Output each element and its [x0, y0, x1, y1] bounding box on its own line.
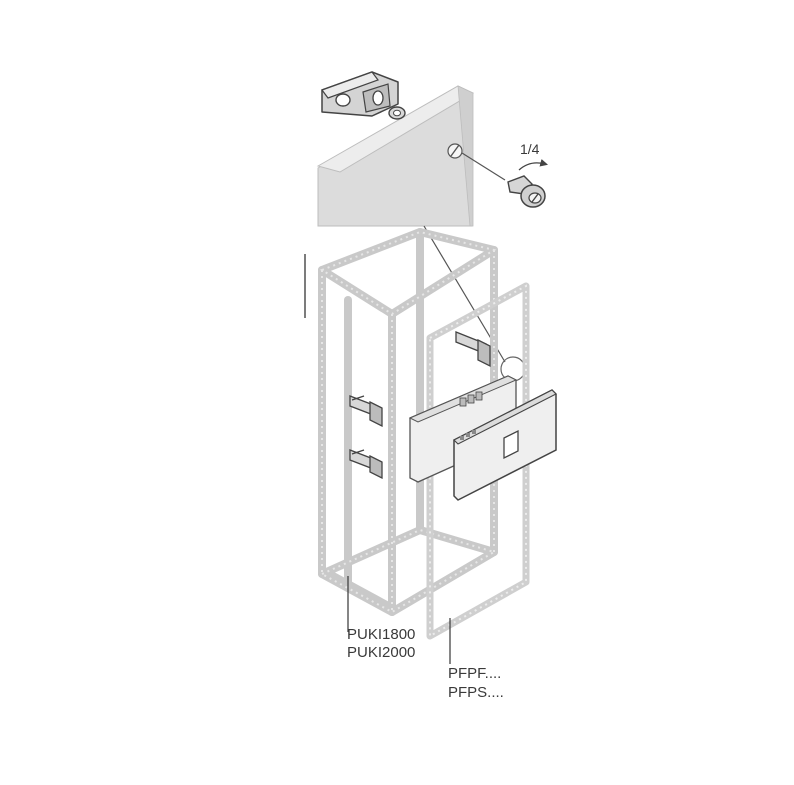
- label-pfpf: PFPF....: [448, 665, 502, 682]
- door-panel-side-edge: [457, 85, 474, 227]
- front-plate-main: [453, 389, 557, 501]
- quarter-turn-lock-icon: [507, 175, 546, 208]
- breaker-cutout: [503, 429, 519, 460]
- door-lock-hole-icon: [447, 143, 463, 159]
- side-bracket-lower: [349, 449, 383, 480]
- washer-icon: [388, 106, 406, 120]
- hinge-bracket-icon: [321, 71, 399, 117]
- label-puki1800: PUKI1800: [347, 626, 416, 643]
- door-panel-detail: [316, 85, 475, 227]
- lock-leader-line: [461, 152, 506, 181]
- frame-bracket-upper: [455, 331, 491, 368]
- side-bracket-upper: [349, 395, 383, 428]
- front-frame-perforations: [429, 284, 527, 638]
- label-pfps: PFPS....: [448, 684, 504, 701]
- rotation-arrow-icon: [518, 159, 549, 171]
- label-puki2000: PUKI2000: [347, 644, 416, 661]
- rotation-label: 1/4: [520, 141, 540, 157]
